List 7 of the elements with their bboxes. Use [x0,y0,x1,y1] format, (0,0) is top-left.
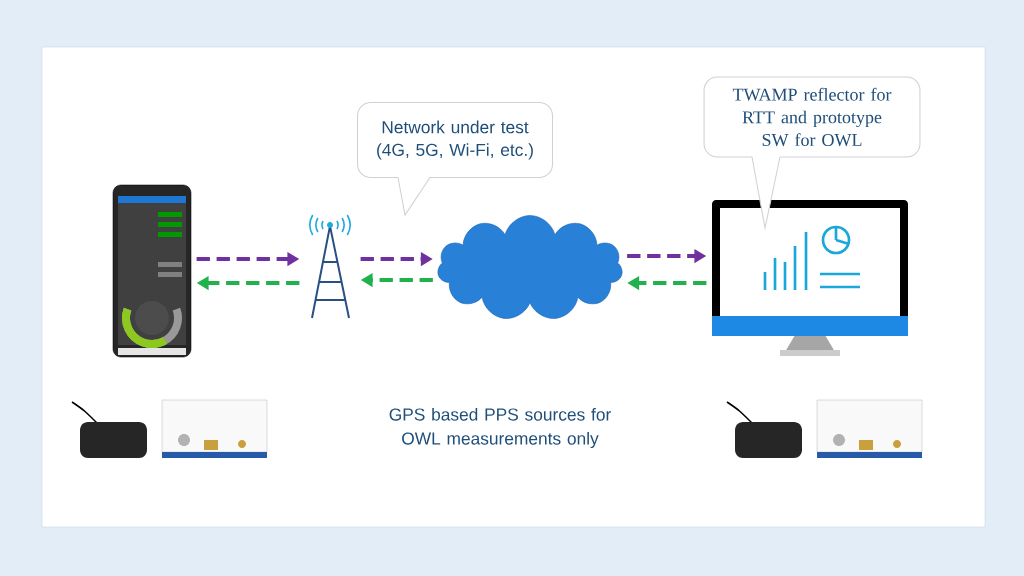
speech-bubble: Network under test (4G, 5G, Wi-Fi, etc.) [356,101,554,217]
cloud [437,215,623,319]
antenna-tower-drawing [311,220,350,319]
phone-drawing [112,184,192,358]
monitor-drawing [712,200,908,356]
caption-text: GPS based PPS sources for OWL measurements only [389,407,611,449]
speech-bubble: TWAMP reflector for RTT and prototype SW for OWL [703,76,921,231]
